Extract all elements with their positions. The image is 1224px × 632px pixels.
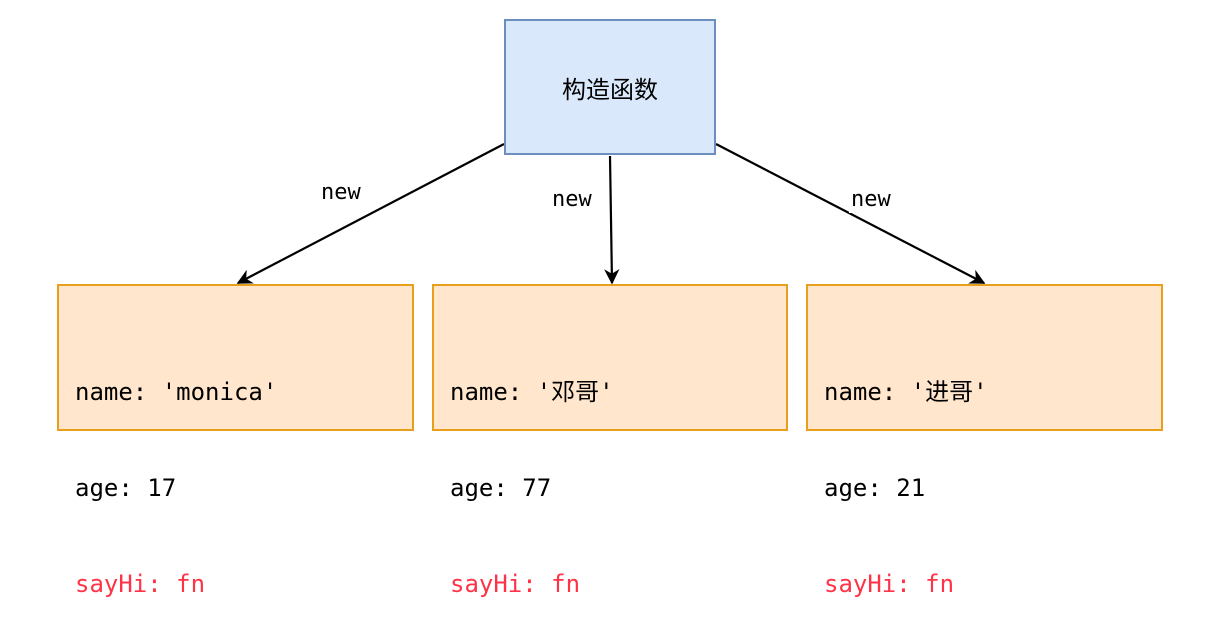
constructor-box: 构造函数 <box>504 19 716 155</box>
arrow-to-object-dengge <box>604 155 620 285</box>
object-method-property: sayHi: fn <box>75 570 206 598</box>
object-name-property: name: '邓哥' <box>450 378 614 406</box>
arrows-layer <box>236 143 986 285</box>
object-age-property: age: 21 <box>824 474 926 502</box>
object-age-property: age: 17 <box>75 474 177 502</box>
arrow-to-object-monica <box>236 143 505 284</box>
constructor-label: 构造函数 <box>562 75 658 104</box>
edge-label-new: new <box>550 187 594 213</box>
object-box-jinge: name: '进哥' age: 21 sayHi: fn <box>806 284 1163 598</box>
arrow-to-object-jinge <box>715 143 986 284</box>
object-age-property: age: 77 <box>450 474 552 502</box>
object-method-property: sayHi: fn <box>450 570 581 598</box>
edge-label-new: new <box>849 187 893 213</box>
edge-label-new: new <box>319 180 363 206</box>
object-name-property: name: 'monica' <box>75 378 278 406</box>
object-box-dengge: name: '邓哥' age: 77 sayHi: fn <box>432 284 788 598</box>
object-box-monica: name: 'monica' age: 17 sayHi: fn <box>57 284 414 598</box>
object-name-property: name: '进哥' <box>824 378 988 406</box>
object-method-property: sayHi: fn <box>824 570 955 598</box>
